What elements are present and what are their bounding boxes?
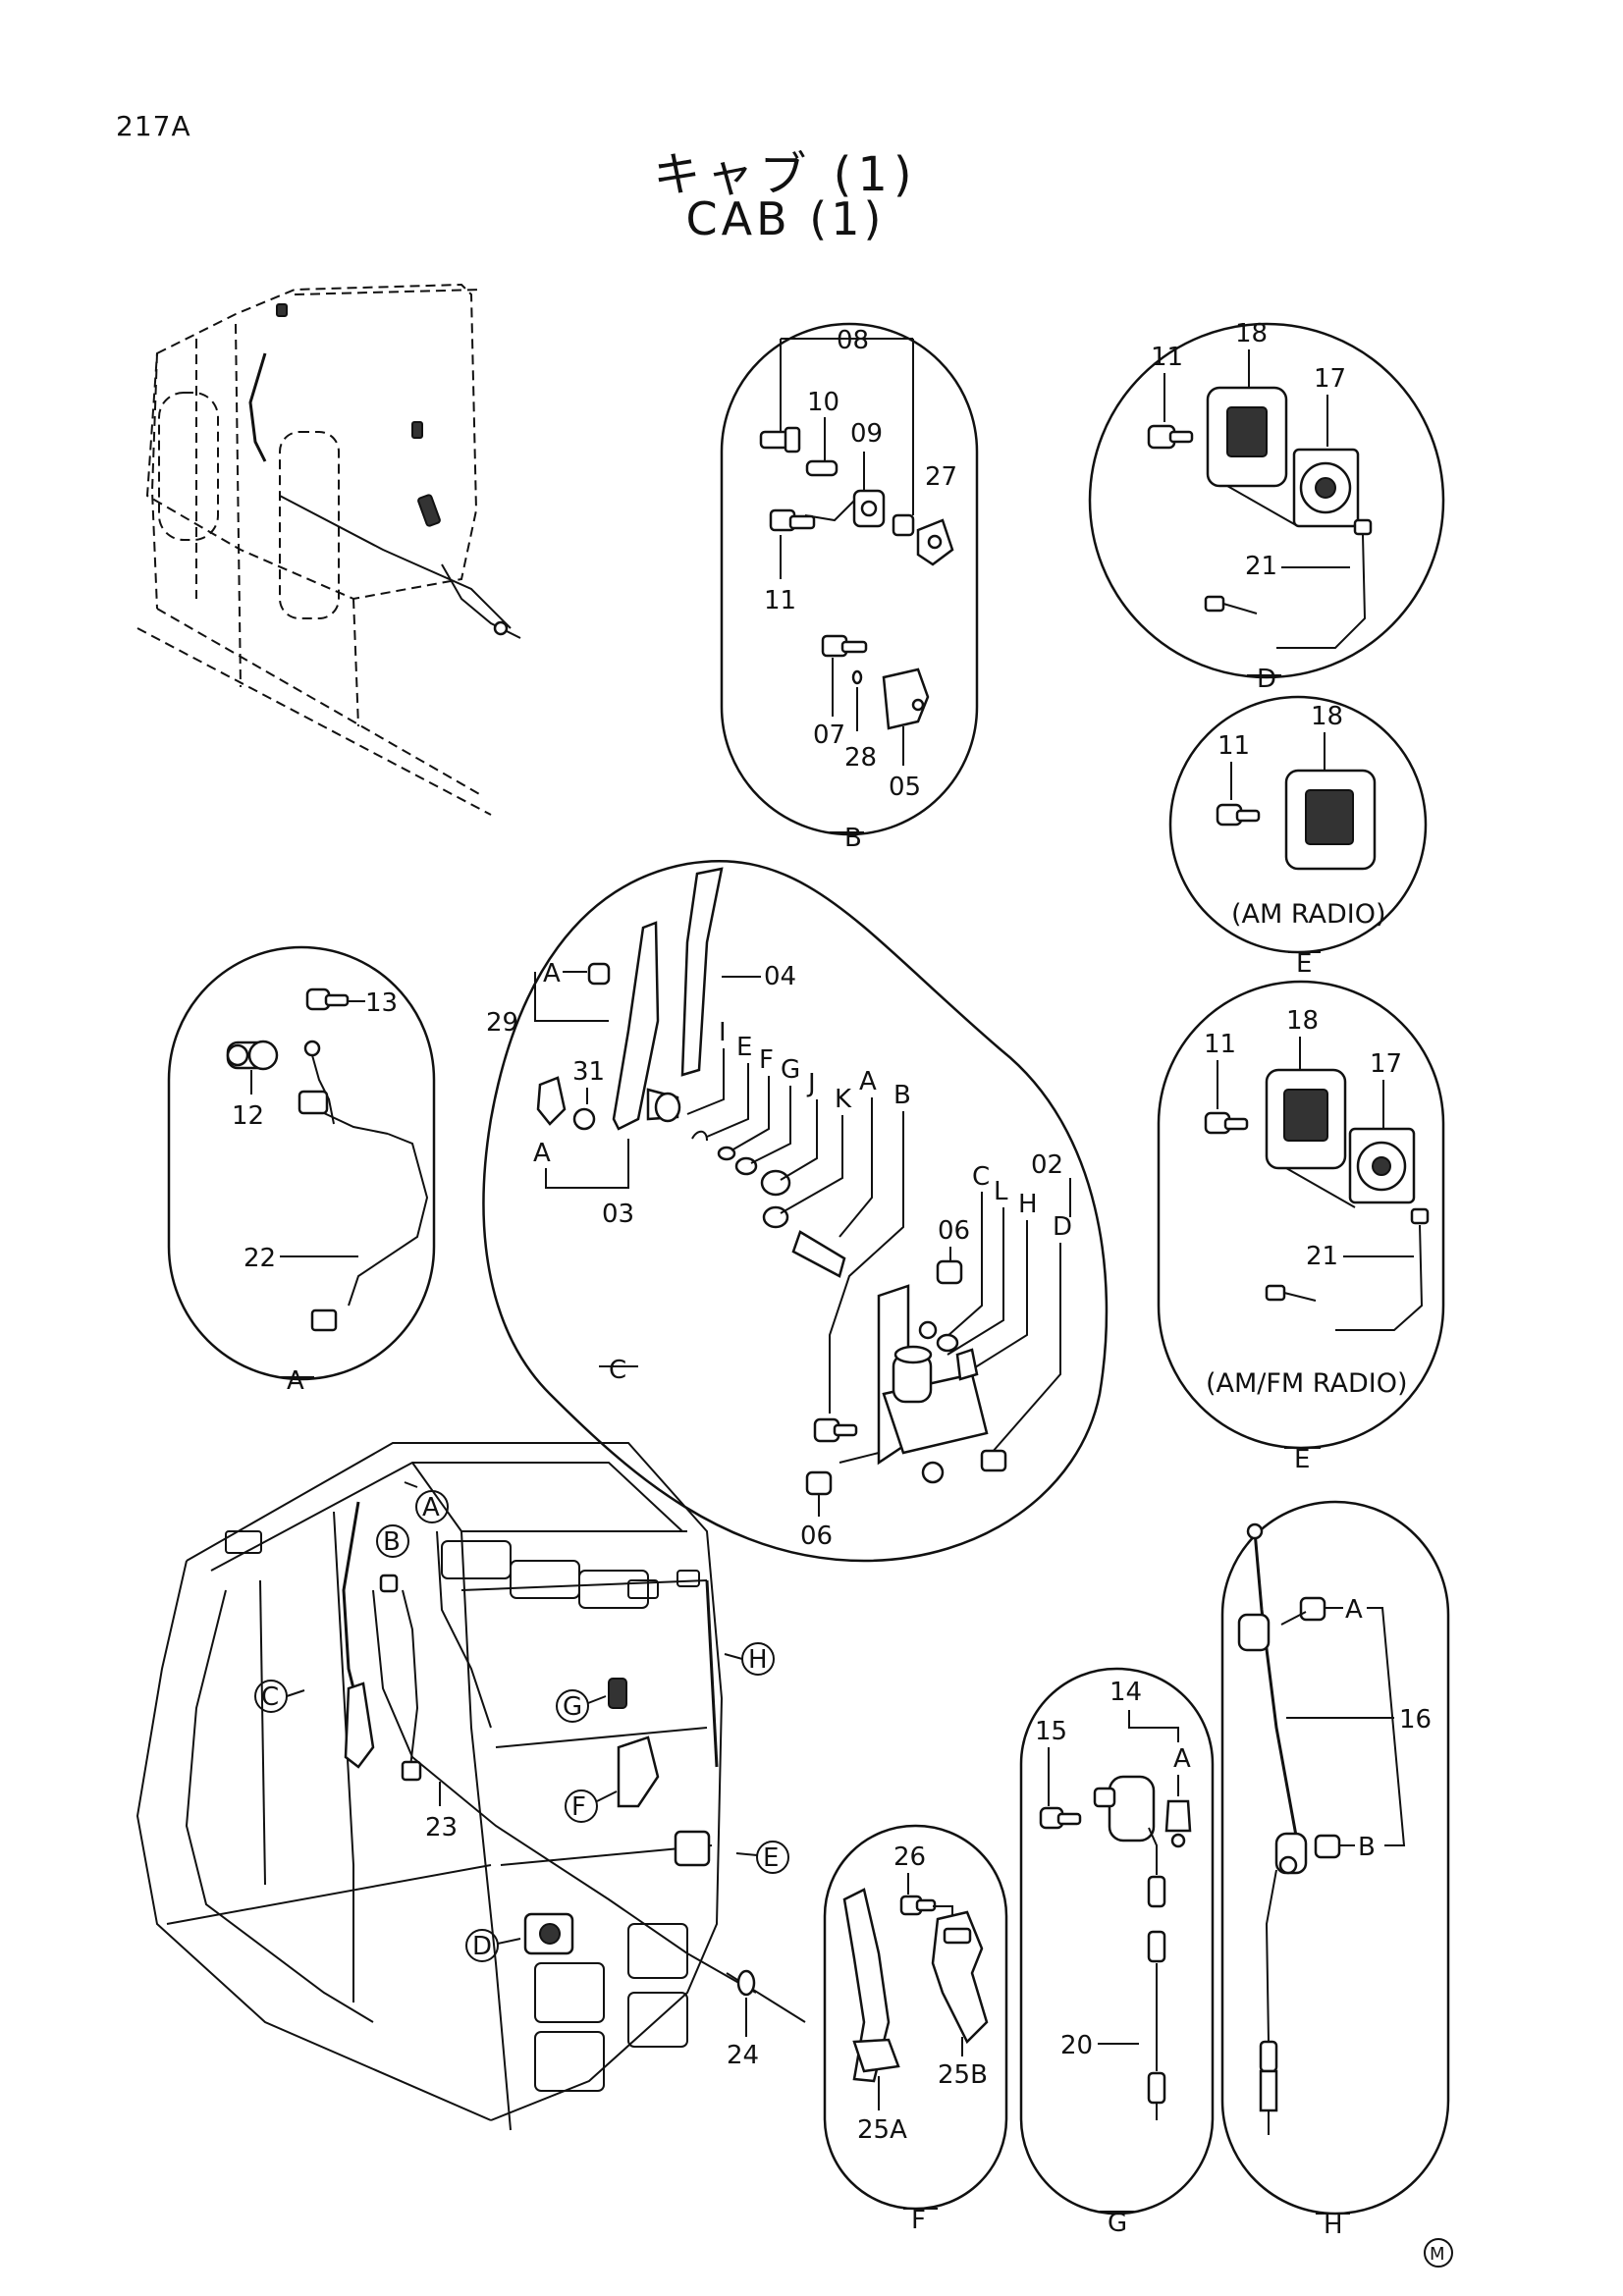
part-number: 04 bbox=[764, 962, 796, 991]
callout-letter: C bbox=[972, 1162, 990, 1192]
title-english: CAB (1) bbox=[685, 192, 886, 245]
view-letter: B bbox=[844, 824, 862, 853]
view-marker: F bbox=[571, 1792, 586, 1822]
view-f: 26 25A 25B F bbox=[823, 1824, 1008, 2235]
callout-letter: A bbox=[1345, 1595, 1363, 1625]
part-number: 26 bbox=[893, 1842, 926, 1872]
view-marker: H bbox=[748, 1645, 768, 1675]
part-number: 25A bbox=[857, 2115, 907, 2145]
view-d: 11 18 17 21 D bbox=[1088, 319, 1445, 694]
part-number: 31 bbox=[572, 1057, 605, 1087]
callout-letter: K bbox=[835, 1085, 852, 1114]
callout-letter: I bbox=[719, 1018, 727, 1047]
view-caption: (AM/FM RADIO) bbox=[1206, 1368, 1407, 1399]
part-number: 18 bbox=[1311, 702, 1343, 731]
part-number: 11 bbox=[1204, 1030, 1236, 1059]
view-marker: E bbox=[763, 1843, 779, 1873]
part-number: 06 bbox=[800, 1522, 833, 1551]
cab-overview-top bbox=[136, 283, 521, 816]
view-e-am: 11 18 (AM RADIO) E bbox=[1168, 695, 1428, 979]
view-letter: C bbox=[609, 1356, 626, 1385]
view-marker: A bbox=[422, 1493, 440, 1522]
view-e-amfm: 11 18 17 21 (AM/FM RADIO) E bbox=[1157, 980, 1445, 1474]
view-letter: A bbox=[287, 1366, 304, 1396]
part-number: 16 bbox=[1399, 1705, 1432, 1735]
page-id: 217A bbox=[116, 110, 191, 142]
view-letter: E bbox=[1294, 1445, 1310, 1474]
view-h: A 16 B H bbox=[1220, 1500, 1450, 2240]
part-number: 20 bbox=[1060, 2031, 1093, 2060]
part-number: 06 bbox=[938, 1216, 970, 1246]
part-number: 18 bbox=[1286, 1006, 1319, 1036]
view-b: 08 10 09 27 11 07 28 05 B bbox=[720, 322, 979, 853]
view-caption: (AM RADIO) bbox=[1231, 899, 1386, 930]
view-marker: C bbox=[261, 1682, 279, 1712]
view-g: 14 A 15 20 G bbox=[1019, 1667, 1215, 2238]
view-marker: G bbox=[563, 1692, 582, 1722]
callout-letter: F bbox=[759, 1045, 774, 1075]
part-number: 03 bbox=[602, 1200, 634, 1229]
part-number: 15 bbox=[1035, 1717, 1067, 1746]
part-number: 12 bbox=[232, 1101, 264, 1131]
view-c: 04 A 29 31 A 03 I E F G J K bbox=[482, 859, 1109, 1563]
part-number: 14 bbox=[1109, 1678, 1142, 1707]
mark-letter: M bbox=[1430, 2244, 1445, 2265]
callout-letter: A bbox=[533, 1139, 551, 1168]
part-number: 22 bbox=[243, 1244, 276, 1273]
callout-letter: A bbox=[1173, 1744, 1191, 1774]
callout-letter: J bbox=[806, 1069, 816, 1098]
part-number: 29 bbox=[486, 1008, 518, 1038]
callout-letter: G bbox=[781, 1055, 800, 1085]
callout-letter: A bbox=[543, 959, 561, 988]
view-letter: F bbox=[911, 2206, 926, 2235]
view-a: 13 12 22 A bbox=[167, 945, 436, 1396]
part-number: 21 bbox=[1245, 552, 1277, 581]
part-number: 05 bbox=[889, 773, 921, 802]
part-number: 11 bbox=[1151, 343, 1183, 372]
part-number: 08 bbox=[837, 326, 869, 355]
part-number: 11 bbox=[764, 586, 796, 615]
view-letter: G bbox=[1108, 2209, 1127, 2238]
view-letter: H bbox=[1324, 2211, 1343, 2240]
part-number: 17 bbox=[1314, 364, 1346, 394]
callout-letter: L bbox=[994, 1177, 1008, 1206]
part-number: 13 bbox=[365, 988, 398, 1018]
view-letter: E bbox=[1296, 949, 1312, 979]
part-number: 10 bbox=[807, 388, 839, 417]
cab-main-view: 23 24 A B C G F E D H bbox=[135, 1442, 806, 2131]
callout-letter: B bbox=[1358, 1833, 1376, 1862]
part-number: 28 bbox=[844, 743, 877, 773]
part-number: 09 bbox=[850, 419, 883, 449]
part-number: 23 bbox=[425, 1813, 458, 1842]
part-number: 02 bbox=[1031, 1150, 1063, 1180]
part-number: 27 bbox=[925, 462, 957, 492]
part-number: 17 bbox=[1370, 1049, 1402, 1079]
part-number: 25B bbox=[938, 2060, 988, 2090]
part-number: 24 bbox=[727, 2041, 759, 2070]
part-number: 11 bbox=[1217, 731, 1250, 761]
part-number: 21 bbox=[1306, 1242, 1338, 1271]
view-marker: D bbox=[472, 1932, 492, 1961]
part-number: 07 bbox=[813, 721, 845, 750]
callout-letter: B bbox=[893, 1081, 911, 1110]
mark-symbol: M bbox=[1424, 2238, 1453, 2268]
callout-letter: H bbox=[1018, 1190, 1038, 1219]
title-japanese: キャブ (1) bbox=[653, 147, 918, 202]
callout-letter: A bbox=[859, 1067, 877, 1096]
callout-letter: D bbox=[1053, 1212, 1072, 1242]
view-marker: B bbox=[383, 1527, 401, 1557]
view-letter: D bbox=[1257, 665, 1276, 694]
part-number: 18 bbox=[1235, 319, 1268, 348]
callout-letter: E bbox=[736, 1033, 752, 1062]
